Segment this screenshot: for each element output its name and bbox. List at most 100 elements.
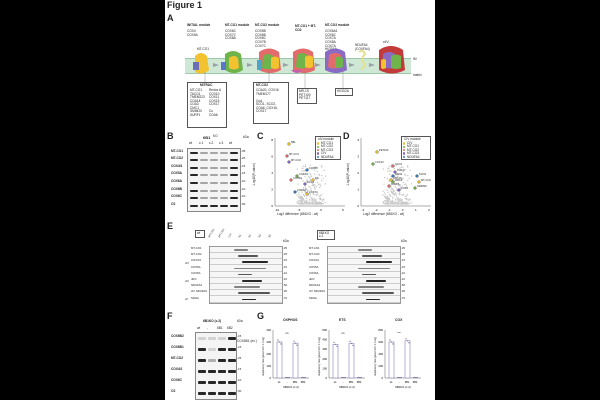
panel-f-kda-5: -50	[237, 389, 242, 393]
background-point	[306, 196, 308, 198]
background-point	[323, 169, 325, 172]
background-point	[312, 201, 314, 203]
panel-e-row-right-7: cIV NDUFA9	[309, 289, 325, 294]
background-point	[402, 178, 404, 180]
background-point	[405, 185, 408, 187]
background-point	[405, 202, 408, 205]
background-point	[302, 170, 305, 172]
highlighted-point	[305, 192, 309, 196]
panel-e-kda-right-8: -70	[401, 295, 406, 300]
band	[358, 286, 384, 288]
x-tick: 1	[415, 208, 417, 212]
co1co2-box: MR-1S PET100 PET117	[297, 88, 317, 104]
background-point	[392, 194, 395, 196]
module-initial-title: INITIAL module	[187, 23, 211, 27]
panel-e-kda-right-4: -10	[401, 270, 406, 275]
background-point	[399, 200, 401, 202]
band	[358, 267, 390, 270]
band	[234, 286, 260, 288]
highlighted-point	[413, 186, 417, 190]
band	[230, 166, 238, 169]
y-tick: 0	[269, 376, 271, 380]
background-point	[302, 198, 305, 200]
panel-label-a: A	[167, 13, 174, 23]
panel-f-row-4: COX6C	[171, 378, 182, 382]
panel-label-g: G	[257, 311, 265, 321]
background-point	[410, 202, 412, 204]
band	[190, 166, 198, 169]
panel-b-title: 6B1	[203, 135, 211, 140]
background-point	[405, 195, 408, 197]
panel-e-col-4: S2	[247, 234, 253, 239]
panel-d-xlabel: Log2 difference (6B1KO - wt)	[363, 212, 405, 216]
background-point	[387, 201, 389, 204]
background-point	[383, 201, 385, 203]
point-label: MT-CO1	[289, 152, 299, 156]
highlighted-point	[391, 180, 395, 184]
highlighted-point	[293, 190, 297, 194]
module-initial-genes: COX4 COX5A	[187, 29, 198, 37]
panel-f-col-0: wt	[197, 326, 201, 330]
background-point	[395, 195, 397, 198]
band	[200, 197, 208, 200]
panel-e-row-left-4: COX6A	[191, 270, 201, 275]
y-tick: 200	[266, 352, 271, 356]
bar	[357, 377, 362, 378]
panel-e-blot-right	[327, 246, 401, 304]
background-point	[302, 168, 304, 170]
background-point	[390, 170, 392, 172]
panel-e-col-0: MT-CO1	[207, 228, 216, 239]
background-point	[399, 186, 402, 189]
background-point	[300, 200, 303, 202]
background-point	[400, 188, 402, 190]
panel-label-d: D	[343, 131, 350, 141]
background-point	[398, 185, 401, 187]
background-point	[398, 183, 401, 186]
highlighted-point	[393, 170, 397, 174]
background-point	[404, 174, 407, 176]
mitrac-box: MITRAC MT-CO1 TACO1 TMEM223 COA14 COA3 C…	[187, 82, 227, 128]
band	[362, 255, 382, 257]
background-point	[395, 199, 397, 201]
subassembly-co2	[257, 48, 281, 73]
group-label: 6B1KO (c.2)	[339, 385, 354, 389]
background-point	[401, 178, 403, 181]
background-point	[315, 178, 317, 181]
highlighted-point	[287, 160, 291, 164]
data-point	[352, 344, 354, 347]
y-tick: 8	[271, 138, 273, 142]
x-tick: -2	[375, 208, 378, 212]
background-point	[407, 174, 409, 177]
panel-e-blot-left	[209, 246, 283, 304]
background-point	[388, 193, 391, 196]
x-tick: wt	[278, 380, 281, 384]
panel-e-group-1: cIII	[185, 279, 189, 283]
y-tick: 6	[271, 155, 273, 159]
panel-a-drawing	[193, 46, 405, 88]
data-point	[408, 342, 410, 344]
background-point	[408, 177, 410, 180]
legend-swatch	[403, 152, 406, 155]
background-point	[401, 199, 403, 201]
background-point	[319, 183, 321, 185]
panel-e-row-left-2: COX4I1	[191, 258, 201, 263]
background-point	[388, 173, 391, 176]
background-point	[302, 203, 304, 205]
background-point	[313, 200, 315, 202]
band	[210, 151, 218, 154]
background-point	[320, 197, 322, 199]
panel-e-row-left-6: NDUFA4	[191, 283, 203, 288]
x-tick: 6B2	[357, 380, 362, 384]
background-point	[307, 180, 309, 182]
background-point	[406, 198, 408, 201]
panel-label-c: C	[257, 131, 264, 141]
data-point	[278, 341, 281, 343]
background-point	[305, 180, 308, 182]
band	[366, 280, 386, 282]
y-tick: 500	[322, 328, 327, 332]
panel-b-row-2: COX4I1	[171, 163, 183, 168]
module-civ-title: cIV	[383, 39, 389, 44]
background-point	[394, 192, 397, 195]
